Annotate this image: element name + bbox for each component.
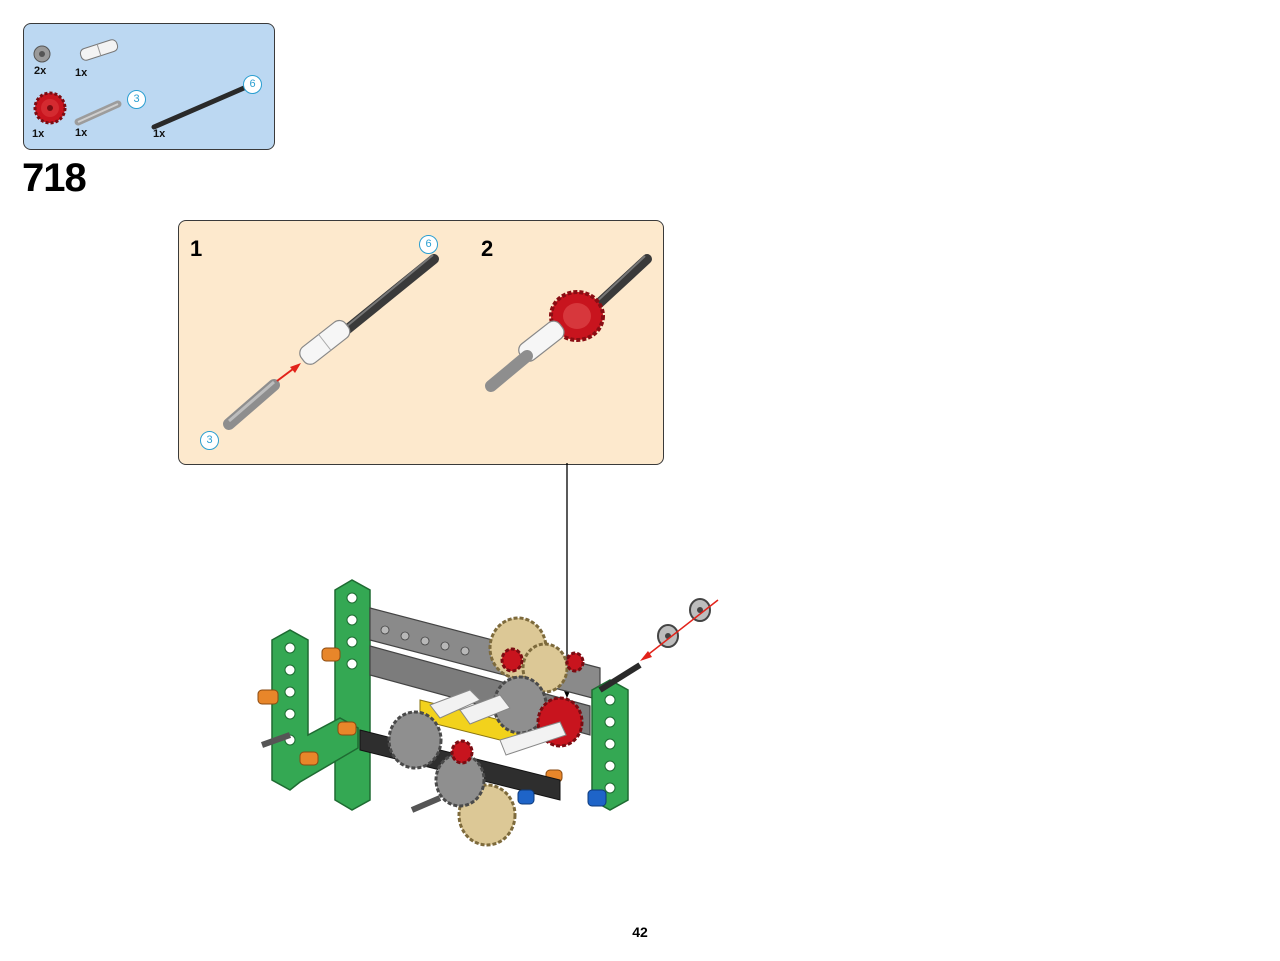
red-gear-icon: [33, 91, 67, 125]
qty-gray-axle: 1x: [75, 127, 88, 139]
step-number: 718: [22, 156, 87, 200]
page-number: 42: [632, 924, 648, 940]
qty-black-axle: 1x: [153, 128, 166, 140]
black-axle-icon: [151, 85, 247, 130]
gray-axle-icon: [74, 100, 122, 126]
sub-step-1-badge-3: 3: [200, 431, 219, 450]
length-badge-3: 3: [127, 90, 146, 109]
axle-connector-icon: [79, 39, 119, 61]
qty-gear: 1x: [32, 128, 45, 140]
parts-list-panel: 2x 1x 1x 3 1x 6 1x: [23, 23, 275, 150]
sub-step-1-badge-6: 6: [419, 235, 438, 254]
axle-bush-icon: [33, 45, 51, 63]
sub-step-2-number: 2: [481, 236, 494, 261]
length-badge-6: 6: [243, 75, 262, 94]
sub-step-1-number: 1: [190, 236, 203, 261]
sub-step-1-illustration: [223, 254, 439, 430]
qty-connector: 1x: [75, 67, 88, 79]
sub-step-2-illustration: [485, 254, 652, 392]
sub-assembly-panel: 1 2 6 3: [178, 220, 664, 465]
qty-bush: 2x: [34, 65, 47, 77]
